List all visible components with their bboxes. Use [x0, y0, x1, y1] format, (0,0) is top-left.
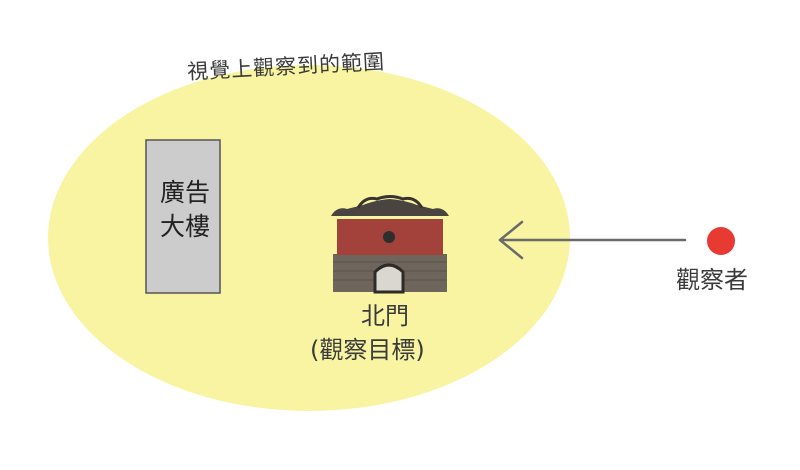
visual-range-ellipse	[48, 65, 570, 411]
billboard-label: 廣告大樓	[159, 178, 210, 241]
observer-dot	[707, 227, 735, 255]
north-gate-image	[331, 195, 449, 294]
observer-label: 觀察者	[676, 266, 748, 294]
gate-name-label: 北門	[361, 302, 409, 330]
gate-description-label: (觀察目標)	[310, 336, 425, 364]
billboard-building	[145, 139, 221, 294]
sightline-arrow	[498, 220, 687, 260]
